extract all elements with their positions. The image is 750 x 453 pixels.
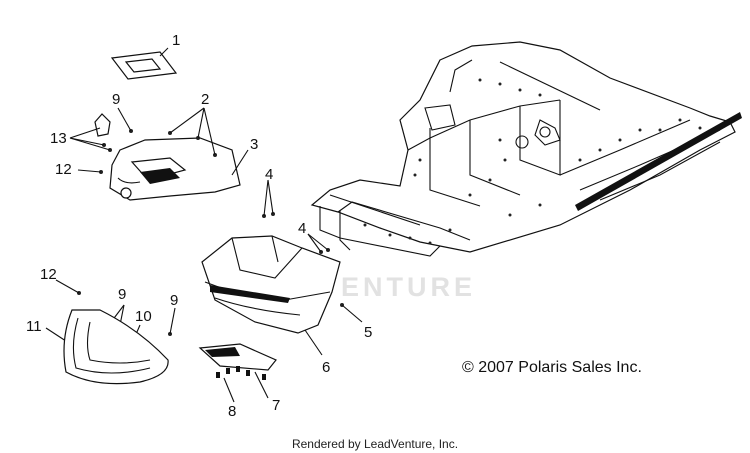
- callout-7: 7: [272, 397, 281, 414]
- callout-9: 9: [112, 91, 121, 108]
- callout-5: 5: [364, 324, 373, 341]
- part-11-front-bumper: [63, 309, 169, 385]
- callout-3: 3: [250, 136, 259, 153]
- part-6-nose-pan: [201, 235, 341, 334]
- callout-4: 4: [298, 220, 307, 237]
- chassis-frame: [310, 41, 742, 257]
- callout-2: 2: [201, 91, 210, 108]
- part-8-rivets: [216, 366, 266, 380]
- part-13-bracket: [94, 113, 111, 137]
- callout-9: 9: [118, 286, 127, 303]
- callout-8: 8: [228, 403, 237, 420]
- rendered-by-footer: Rendered by LeadVenture, Inc.: [291, 437, 459, 451]
- callout-9: 9: [170, 292, 179, 309]
- callout-1: 1: [172, 32, 181, 49]
- callout-13: 13: [50, 130, 67, 147]
- callout-10: 10: [135, 308, 152, 325]
- part-7-skid-plate: [198, 343, 277, 371]
- callout-4: 4: [265, 166, 274, 183]
- copyright-text: © 2007 Polaris Sales Inc.: [462, 359, 642, 376]
- callout-12: 12: [40, 266, 57, 283]
- part-1-plate: [110, 51, 178, 80]
- callout-11: 11: [26, 318, 42, 335]
- callout-12: 12: [55, 161, 72, 178]
- leader-lines: [45, 47, 363, 403]
- callout-6: 6: [322, 359, 331, 376]
- part-3-cover-panel: [109, 137, 241, 201]
